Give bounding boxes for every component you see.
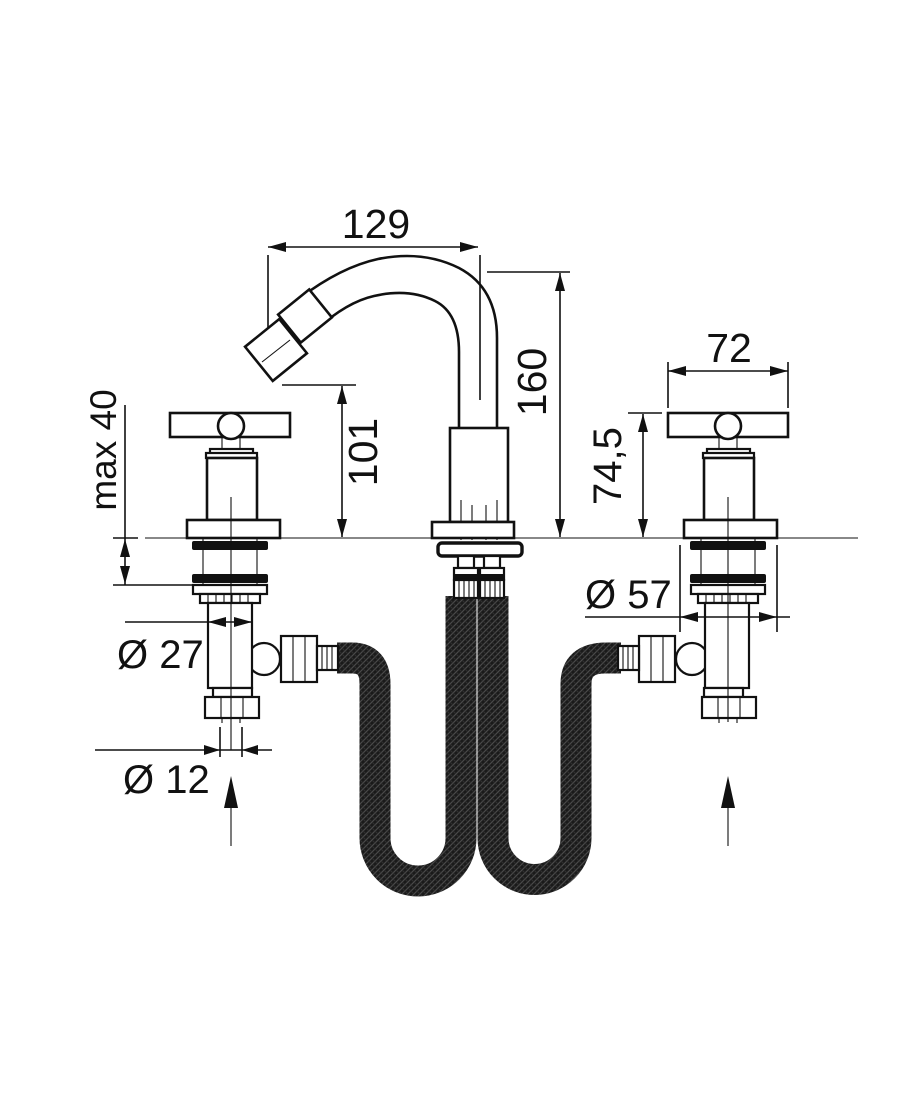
right-handle-knob (713, 411, 743, 441)
dim-max-thickness: max 40 (83, 389, 130, 585)
right-handle-flange (682, 518, 779, 540)
left-handle (168, 411, 292, 540)
flange-diameter-label: Ø 57 (585, 573, 672, 617)
mixer-body (243, 254, 516, 540)
left-handle-flange (185, 518, 282, 540)
hose-left (337, 596, 477, 897)
dim-handle-height: 74,5 (586, 412, 662, 537)
max-thickness-label: max 40 (83, 389, 124, 510)
left-valve-nut (203, 695, 261, 720)
right-valve-body (703, 601, 751, 690)
right-handle (666, 411, 790, 540)
handle-span-label: 72 (706, 325, 752, 371)
mixer-flange (430, 520, 516, 540)
dim-spout-height: 160 (487, 271, 570, 537)
valve-diameter-label: Ø 27 (117, 633, 204, 677)
flow-arrow-left (224, 776, 238, 846)
flow-arrow-right (721, 776, 735, 846)
dim-inlet-diameter: Ø 12 (95, 727, 272, 802)
left-handle-knob (216, 411, 246, 441)
right-valve-elbow (674, 641, 710, 677)
spout (298, 254, 499, 432)
outlet-height-label: 101 (340, 418, 386, 486)
right-handle-body (702, 456, 756, 522)
dim-outlet-height: 101 (282, 384, 386, 537)
dim-flange-diameter: Ø 57 (585, 545, 790, 632)
inlet-diameter-label: Ø 12 (123, 758, 210, 802)
handle-height-label: 74,5 (586, 427, 630, 505)
dim-valve-diameter: Ø 27 (117, 617, 252, 677)
mixer-tail-connectors (436, 541, 524, 600)
left-handle-body (205, 456, 259, 522)
right-valve-assembly (616, 538, 767, 723)
spout-height-label: 160 (509, 348, 555, 416)
aerator (243, 287, 334, 383)
left-valve-assembly (191, 538, 340, 723)
right-valve-nut (700, 695, 758, 720)
left-valve-body (206, 601, 254, 690)
spout-reach-label: 129 (342, 201, 410, 247)
dim-handle-span: 72 (667, 325, 789, 408)
hose-right (477, 596, 621, 895)
dim-spout-reach: 129 (267, 201, 481, 400)
